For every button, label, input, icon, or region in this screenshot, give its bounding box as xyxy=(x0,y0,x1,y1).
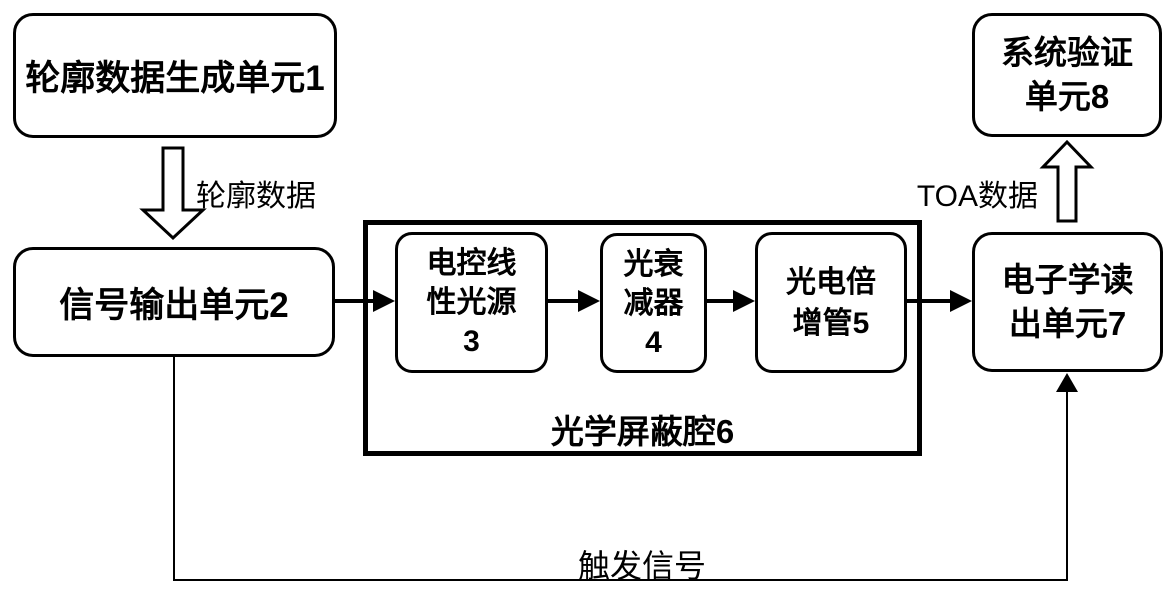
node-label-line: 光电倍 xyxy=(786,265,876,299)
node-label-line: 电子学读 xyxy=(1001,261,1134,298)
node-profile-data-generation-unit-1: 轮廓数据生成单元1 xyxy=(13,13,337,138)
optical-shielding-cavity-6-label: 光学屏蔽腔6 xyxy=(550,413,735,450)
node-label-line: 增管5 xyxy=(792,306,870,340)
node-system-verification-unit-8: 系统验证 单元8 xyxy=(972,13,1162,137)
hollow-down-arrow-icon xyxy=(139,146,207,241)
hollow-up-arrow-icon xyxy=(1039,139,1095,223)
node-label-line: 性光源 xyxy=(426,286,517,319)
node-label-line: 系统验证 xyxy=(1001,34,1133,71)
edge-label-profile-data: 轮廓数据 xyxy=(196,180,316,213)
node-label-line: 电控线 xyxy=(426,247,517,280)
node-optical-attenuator-4: 光衰 减器 4 xyxy=(600,233,707,373)
node-electronics-readout-unit-7: 电子学读 出单元7 xyxy=(972,232,1163,372)
node-label-line: 4 xyxy=(645,325,662,359)
node-label-line: 单元8 xyxy=(1024,78,1110,115)
node-label-line: 3 xyxy=(463,325,480,358)
node-photomultiplier-tube-5: 光电倍 增管5 xyxy=(755,232,907,373)
node-label-line: 出单元7 xyxy=(1008,305,1127,342)
node-electrically-controlled-linear-light-source-3: 电控线 性光源 3 xyxy=(395,232,548,373)
node-label: 轮廓数据生成单元1 xyxy=(25,59,325,98)
node-label-line: 光衰 xyxy=(623,247,684,281)
edge-label-toa-data: TOA数据 xyxy=(916,180,1038,213)
node-label: 信号输出单元2 xyxy=(59,285,289,325)
node-label-line: 减器 xyxy=(623,286,684,320)
edge-label-trigger-signal: 触发信号 xyxy=(578,548,707,584)
node-signal-output-unit-2: 信号输出单元2 xyxy=(13,247,335,357)
